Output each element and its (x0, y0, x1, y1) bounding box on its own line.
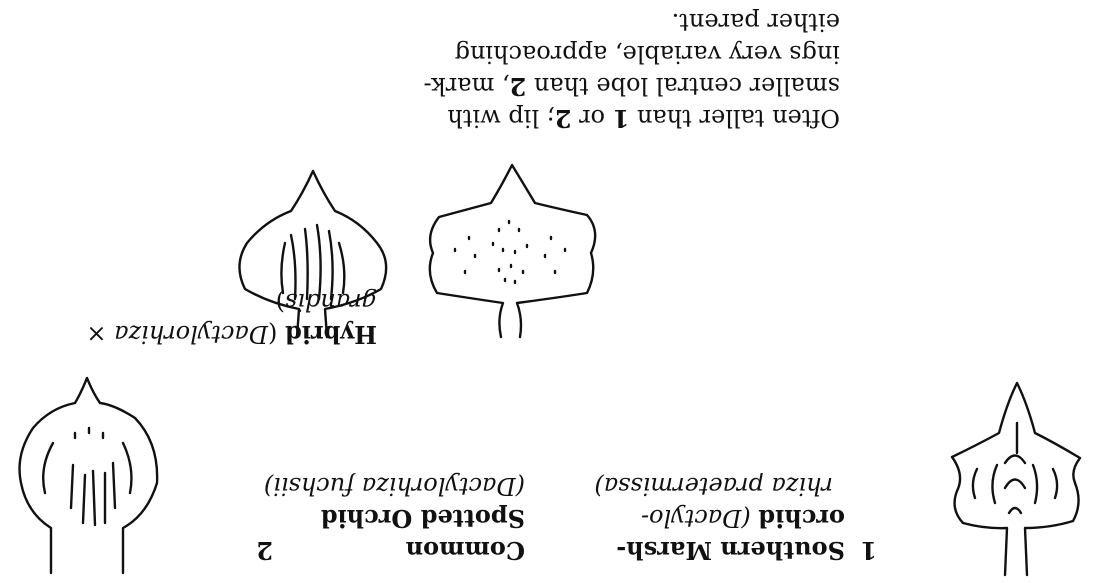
hybrid-note-line-2: smaller central lobe than 2, mark- (424, 71, 840, 101)
hybrid-latin-2: grandis (285, 288, 377, 316)
species-2-latin: (Dactylorhiza fuchsii) (264, 471, 525, 501)
hybrid-latin-1: Dactylorhiza (114, 320, 268, 348)
species-2-number: 2 (256, 535, 273, 565)
species-1-number: 1 (860, 535, 877, 565)
species-1-name-line-1: Southern Marsh- (616, 535, 845, 565)
hybrid-note-line-4: either parent. (672, 7, 840, 37)
lip-marsh-orchid (0, 373, 175, 583)
hybrid-note-line-3: ings very variable, approaching (455, 39, 840, 69)
hybrid-latin-line-2: grandis) (276, 287, 377, 317)
species-1-latin-1: (Dactylo- (641, 504, 758, 532)
species-2-name-line-2: Spotted Orchid (321, 503, 525, 533)
species-1-name-line-2: orchid (Dactylo- (641, 503, 845, 533)
species-1-orchid: orchid (758, 504, 845, 533)
hybrid-name: Hybrid (285, 320, 377, 349)
species-1-latin-2: rhiza praetermissa) (594, 471, 833, 501)
hybrid-note-line-1: Often taller than 1 or 2; lip with (447, 103, 840, 133)
lip-spotted-orchid (935, 373, 1095, 583)
lip-hybrid-spotted (395, 153, 615, 343)
species-2-name-line-1: Common (406, 535, 525, 565)
hybrid-title: Hybrid (Dactylorhiza × (86, 319, 377, 349)
